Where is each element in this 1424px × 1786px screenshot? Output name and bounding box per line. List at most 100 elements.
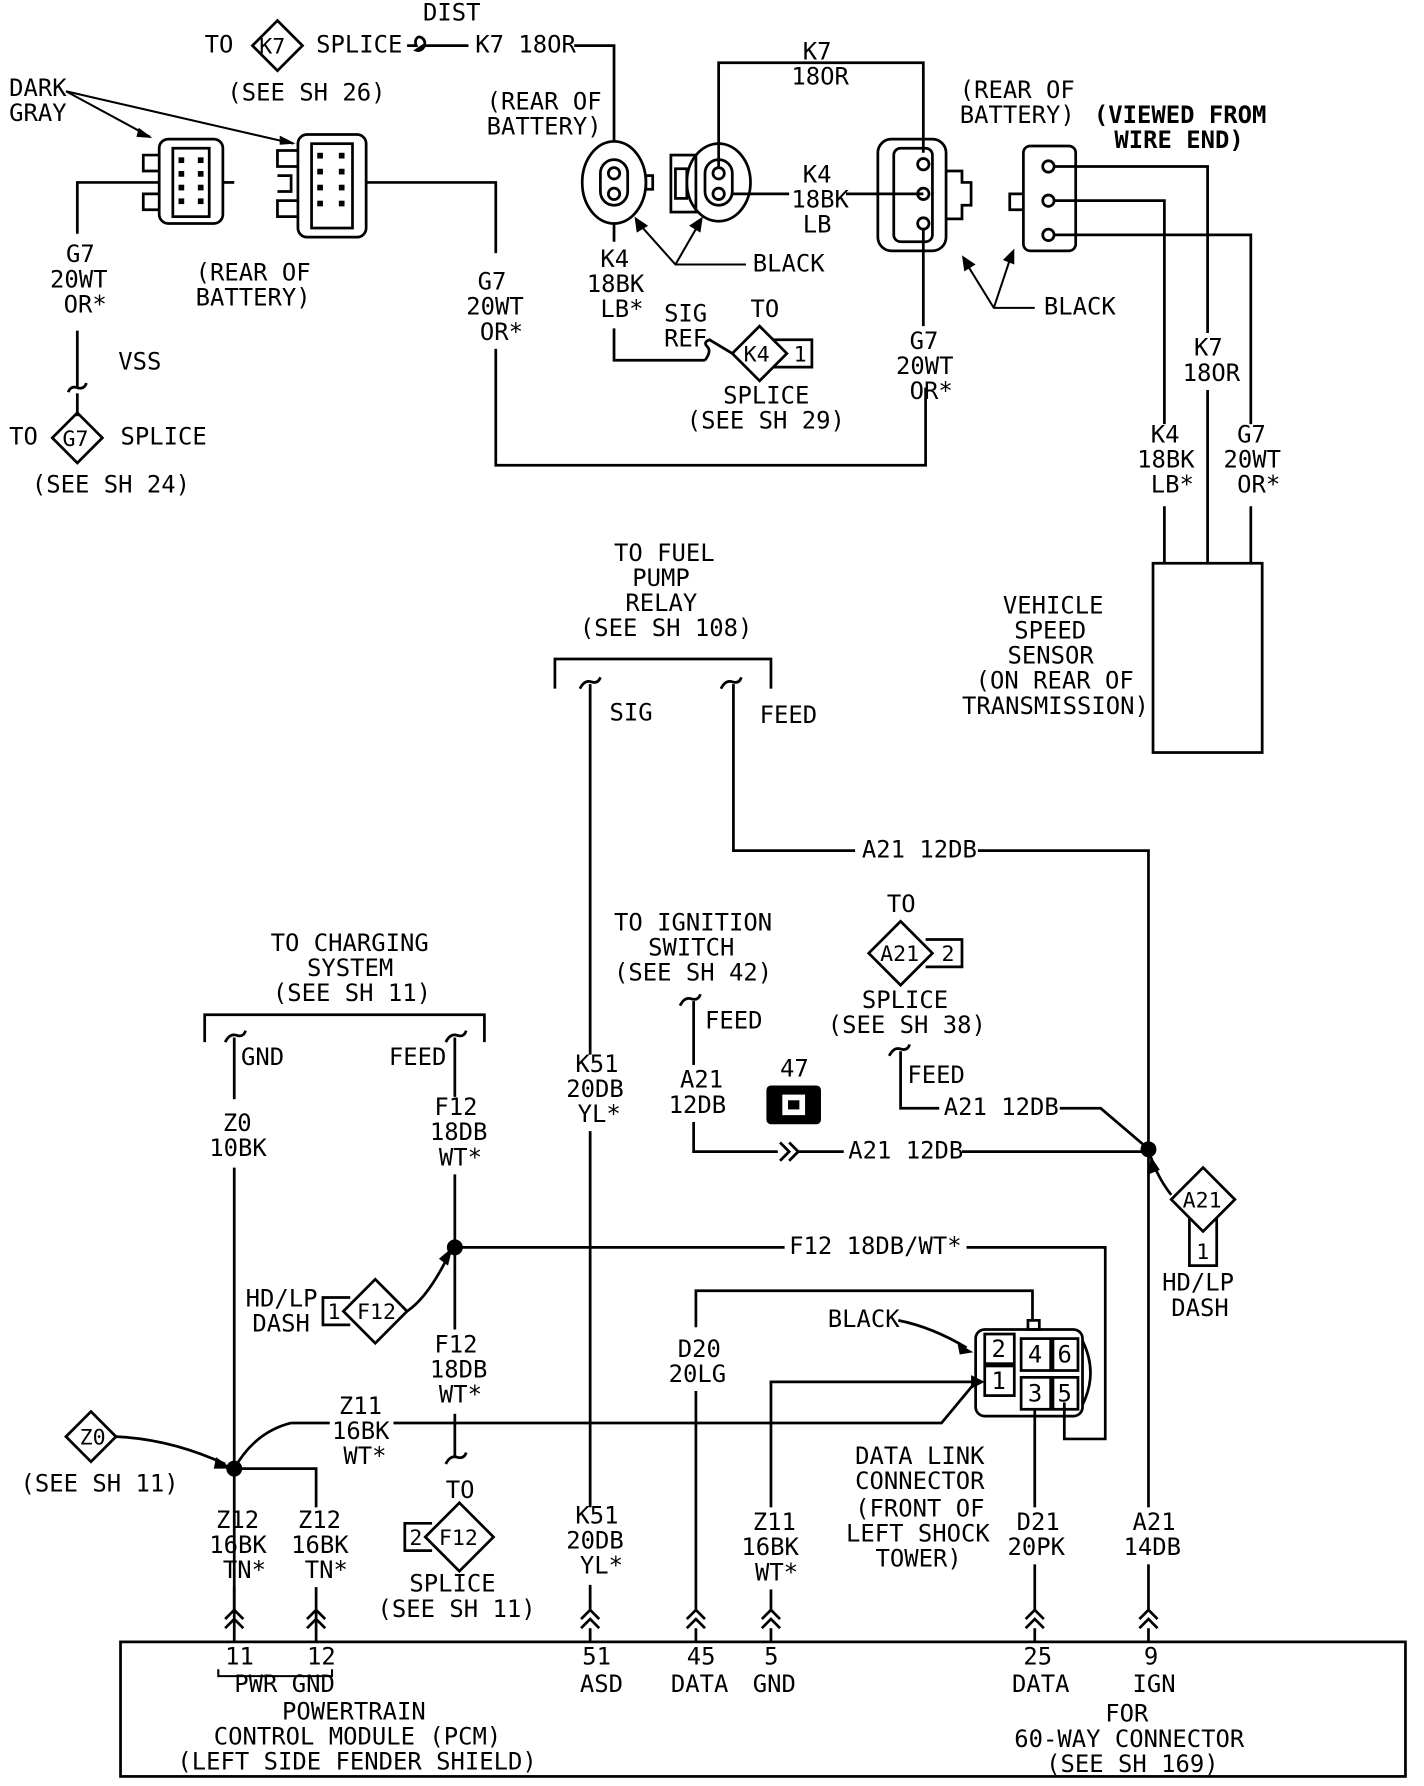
pcm-ign-9-label: IGN <box>1133 1670 1176 1698</box>
vehicle-speed-sensor-box <box>1151 561 1264 754</box>
k4-to-label: TO <box>750 295 779 323</box>
round-connector-1 <box>580 140 648 225</box>
a21d-code: A21 <box>1183 1188 1222 1213</box>
a21s-wire-label: A21 12DB <box>944 1093 1059 1121</box>
k4-diamond <box>730 324 789 383</box>
vss-name-2: SPEED <box>1014 616 1086 644</box>
vss-label: VSS <box>118 347 161 375</box>
fuel-pump-relay: TO FUEL PUMP RELAY (SEE SH 108) SIG FEED… <box>553 539 1150 1146</box>
g7-code-label: G7 <box>63 427 89 452</box>
d21-label-2: 20PK <box>1007 1533 1065 1561</box>
d20-label-1: D20 <box>678 1335 721 1363</box>
vss-name-1: VEHICLE <box>1003 591 1104 619</box>
f12-hdlp-code: F12 <box>357 1300 396 1325</box>
f12-b-label-3: WT* <box>439 1380 482 1408</box>
g7-a-label-2: 20WT <box>50 265 107 293</box>
dark-gray-connector-b <box>296 133 368 239</box>
pcm-connector-arrows <box>224 1608 1159 1642</box>
vss-k4-label-3: LB* <box>1151 471 1194 499</box>
dist-break <box>407 35 469 52</box>
charging-gnd-label: GND <box>241 1043 284 1071</box>
dlc-name-3: (FRONT OF <box>855 1494 984 1522</box>
ref-label: REF <box>664 325 707 353</box>
z0-label-2: 10BK <box>209 1134 267 1162</box>
pcm-pwr-gnd-label: PWR GND <box>234 1670 335 1698</box>
d21-label-1: D21 <box>1017 1508 1060 1536</box>
z11b-label-1: Z11 <box>753 1508 796 1536</box>
pcm-for-label-2: 60-WAY CONNECTOR <box>1014 1725 1245 1753</box>
z0-label-1: Z0 <box>223 1109 252 1137</box>
dlc-name-1: DATA LINK <box>855 1442 985 1470</box>
right-black-label: BLACK <box>1044 293 1116 321</box>
g7-see-label: (SEE SH 24) <box>32 471 190 499</box>
vss-name-4: (ON REAR OF <box>976 667 1134 695</box>
a21s-see-label: (SEE SH 38) <box>828 1011 986 1039</box>
middle-circuits: K51 20DB YL* TO IGNITION SWITCH (SEE SH … <box>566 890 1237 1610</box>
z12a-label-2: 16BK <box>209 1531 267 1559</box>
ignition-feed-label: FEED <box>705 1006 762 1034</box>
a21b-label-2: 14DB <box>1123 1533 1180 1561</box>
k7-splice-reference: TO K7 SPLICE (SEE SH 26) DIST K7 18OR <box>205 0 616 143</box>
fuel-pump-label-3: RELAY <box>625 589 697 617</box>
a21s-code: A21 <box>880 942 919 967</box>
dlc-pin-3: 3 <box>1028 1379 1042 1407</box>
z12b-label-2: 16BK <box>291 1531 349 1559</box>
battery-rear-connectors: (REAR OF BATTERY) K7 18OR K4 18BK LB BLA… <box>487 37 925 435</box>
f12-a-label-2: 18DB <box>430 1118 487 1146</box>
f12s-diamond <box>423 1500 496 1574</box>
k7-wire-label: K7 18OR <box>475 30 576 58</box>
z0-see-label: (SEE SH 11) <box>20 1469 178 1497</box>
connector-47-label: 47 <box>780 1054 809 1082</box>
fuel-pump-feed-label: FEED <box>760 701 817 729</box>
k7-diamond <box>250 18 305 73</box>
rear-battery-label-2: BATTERY) <box>196 284 311 312</box>
g7-left-wires: G7 20WT OR* VSS TO G7 SPLICE (SEE SH 24)… <box>9 181 927 499</box>
f12-hdlp-pin: 1 <box>327 1300 340 1325</box>
g7-to-label: TO <box>9 423 38 451</box>
k51b-label-1: K51 <box>575 1501 618 1529</box>
k51-label-1: K51 <box>575 1050 618 1078</box>
fuel-pump-sig-label: SIG <box>609 699 652 727</box>
vss-k7-label-1: K7 <box>1194 334 1223 362</box>
dist-label: DIST <box>423 0 480 27</box>
a21s-diamond <box>866 919 935 988</box>
k51b-label-3: YL* <box>580 1551 623 1579</box>
f12-hdlp-label-2: DASH <box>252 1310 309 1338</box>
k4-splice-label: SPLICE <box>723 382 809 410</box>
k51-label-3: YL* <box>578 1100 621 1128</box>
pcm-for-label-1: FOR <box>1105 1700 1149 1728</box>
sig-label: SIG <box>664 300 707 328</box>
pcm-pin-51: 51 <box>582 1643 611 1671</box>
dlc-name-5: TOWER) <box>876 1545 962 1573</box>
dlc-pin-1: 1 <box>992 1367 1006 1395</box>
z0-code: Z0 <box>80 1426 106 1451</box>
k51b-label-2: 20DB <box>566 1526 623 1554</box>
pcm-pin-25: 25 <box>1023 1643 1052 1671</box>
a21-junction <box>1140 1141 1157 1158</box>
g7-center-label-3: OR* <box>910 377 953 405</box>
a21s-to-label: TO <box>887 890 916 918</box>
k7-to-label: TO <box>205 30 234 58</box>
pcm-for-label-3: (SEE SH 169) <box>1046 1750 1218 1778</box>
pcm-name-2: CONTROL MODULE (PCM) <box>214 1722 501 1750</box>
a21d-hdlp-label-1: HD/LP <box>1162 1269 1234 1297</box>
z11b-label-3: WT* <box>755 1558 798 1586</box>
z11-label-3: WT* <box>343 1442 386 1470</box>
gray-label: GRAY <box>9 99 66 127</box>
f12s-pin: 2 <box>409 1526 422 1551</box>
g7-a-label-3: OR* <box>64 290 107 318</box>
z12a-label-1: Z12 <box>216 1506 259 1534</box>
vss-k4-label-1: K4 <box>1151 420 1180 448</box>
charging-label-3: (SEE SH 11) <box>273 979 431 1007</box>
vss-k7-label-2: 18OR <box>1183 359 1241 387</box>
vss-g7-label-3: OR* <box>1237 471 1280 499</box>
pcm-pin-11: 11 <box>225 1643 254 1671</box>
z12a-label-3: TN* <box>223 1556 266 1584</box>
z11b-label-2: 16BK <box>741 1533 799 1561</box>
k7-splice-label: SPLICE <box>316 30 402 58</box>
ignition-label-1: TO IGNITION <box>614 908 772 936</box>
right-rear-battery-1: (REAR OF <box>960 76 1075 104</box>
f12s-code: F12 <box>439 1526 478 1551</box>
f12-a-label-1: F12 <box>434 1093 477 1121</box>
